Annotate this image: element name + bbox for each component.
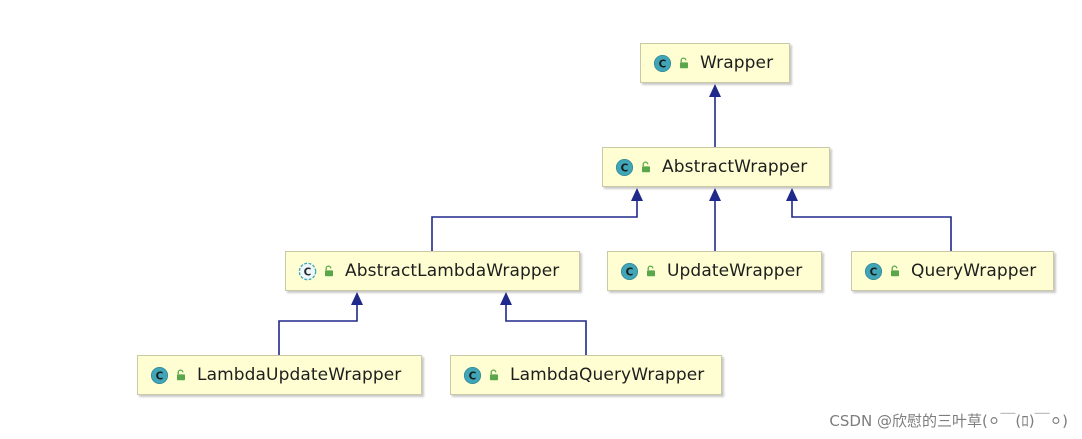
svg-text:C: C: [304, 266, 312, 278]
class-node-update-wrapper[interactable]: C UpdateWrapper: [607, 251, 822, 291]
class-name-label: AbstractLambdaWrapper: [345, 261, 560, 281]
class-node-wrapper[interactable]: C Wrapper: [640, 43, 790, 83]
class-icon: C: [620, 262, 639, 280]
inheritance-arrowhead: [709, 84, 721, 97]
class-node-abstract-wrapper[interactable]: C AbstractWrapper: [602, 147, 830, 187]
class-icon: C: [615, 158, 634, 176]
svg-text:C: C: [156, 370, 164, 382]
class-node-query-wrapper[interactable]: C QueryWrapper: [851, 251, 1054, 291]
class-node-lambda-update-wrapper[interactable]: C LambdaUpdateWrapper: [137, 355, 422, 395]
inheritance-arrowhead: [351, 292, 363, 305]
public-lock-icon: [177, 369, 185, 381]
edge-update-wrapper-to-abstract-wrapper: [709, 188, 721, 251]
inheritance-arrowhead: [786, 188, 798, 201]
class-icon: C: [653, 54, 672, 72]
class-name-label: UpdateWrapper: [667, 261, 803, 281]
edge-line: [431, 200, 638, 251]
public-lock-icon: [325, 265, 333, 277]
public-lock-icon: [891, 265, 899, 277]
edge-line: [791, 200, 952, 251]
edge-line: [278, 304, 358, 355]
class-node-abstract-lambda-wrapper[interactable]: C AbstractLambdaWrapper: [285, 251, 580, 291]
inheritance-arrowhead: [709, 188, 721, 201]
class-name-label: Wrapper: [700, 53, 774, 73]
inheritance-arrowhead: [631, 188, 643, 201]
class-icon: C: [463, 366, 482, 384]
public-lock-icon: [680, 57, 688, 69]
public-lock-icon: [642, 161, 650, 173]
class-node-lambda-query-wrapper[interactable]: C LambdaQueryWrapper: [450, 355, 722, 395]
class-name-label: LambdaQueryWrapper: [510, 365, 705, 385]
edge-line: [505, 304, 587, 355]
class-name-label: LambdaUpdateWrapper: [197, 365, 402, 385]
svg-text:C: C: [659, 58, 667, 70]
public-lock-icon: [647, 265, 655, 277]
class-name-label: QueryWrapper: [911, 261, 1037, 281]
svg-text:C: C: [870, 266, 878, 278]
inheritance-arrowhead: [500, 292, 512, 305]
watermark: CSDN @欣慰的三叶草(⚪︎￣(ﾛ)￣⚪︎): [829, 412, 1068, 430]
class-icon: C: [864, 262, 883, 280]
public-lock-icon: [490, 369, 498, 381]
edge-abstract-lambda-wrapper-to-abstract-wrapper: [431, 188, 643, 251]
class-name-label: AbstractWrapper: [662, 157, 808, 177]
edge-lambda-query-wrapper-to-abstract-lambda-wrapper: [500, 292, 587, 355]
svg-text:C: C: [626, 266, 634, 278]
svg-text:C: C: [469, 370, 477, 382]
class-icon: C: [150, 366, 169, 384]
svg-text:C: C: [621, 162, 629, 174]
edge-query-wrapper-to-abstract-wrapper: [786, 188, 952, 251]
abstract-class-icon: C: [298, 262, 317, 280]
edge-lambda-update-wrapper-to-abstract-lambda-wrapper: [278, 292, 363, 355]
edge-abstract-wrapper-to-wrapper: [709, 84, 721, 147]
